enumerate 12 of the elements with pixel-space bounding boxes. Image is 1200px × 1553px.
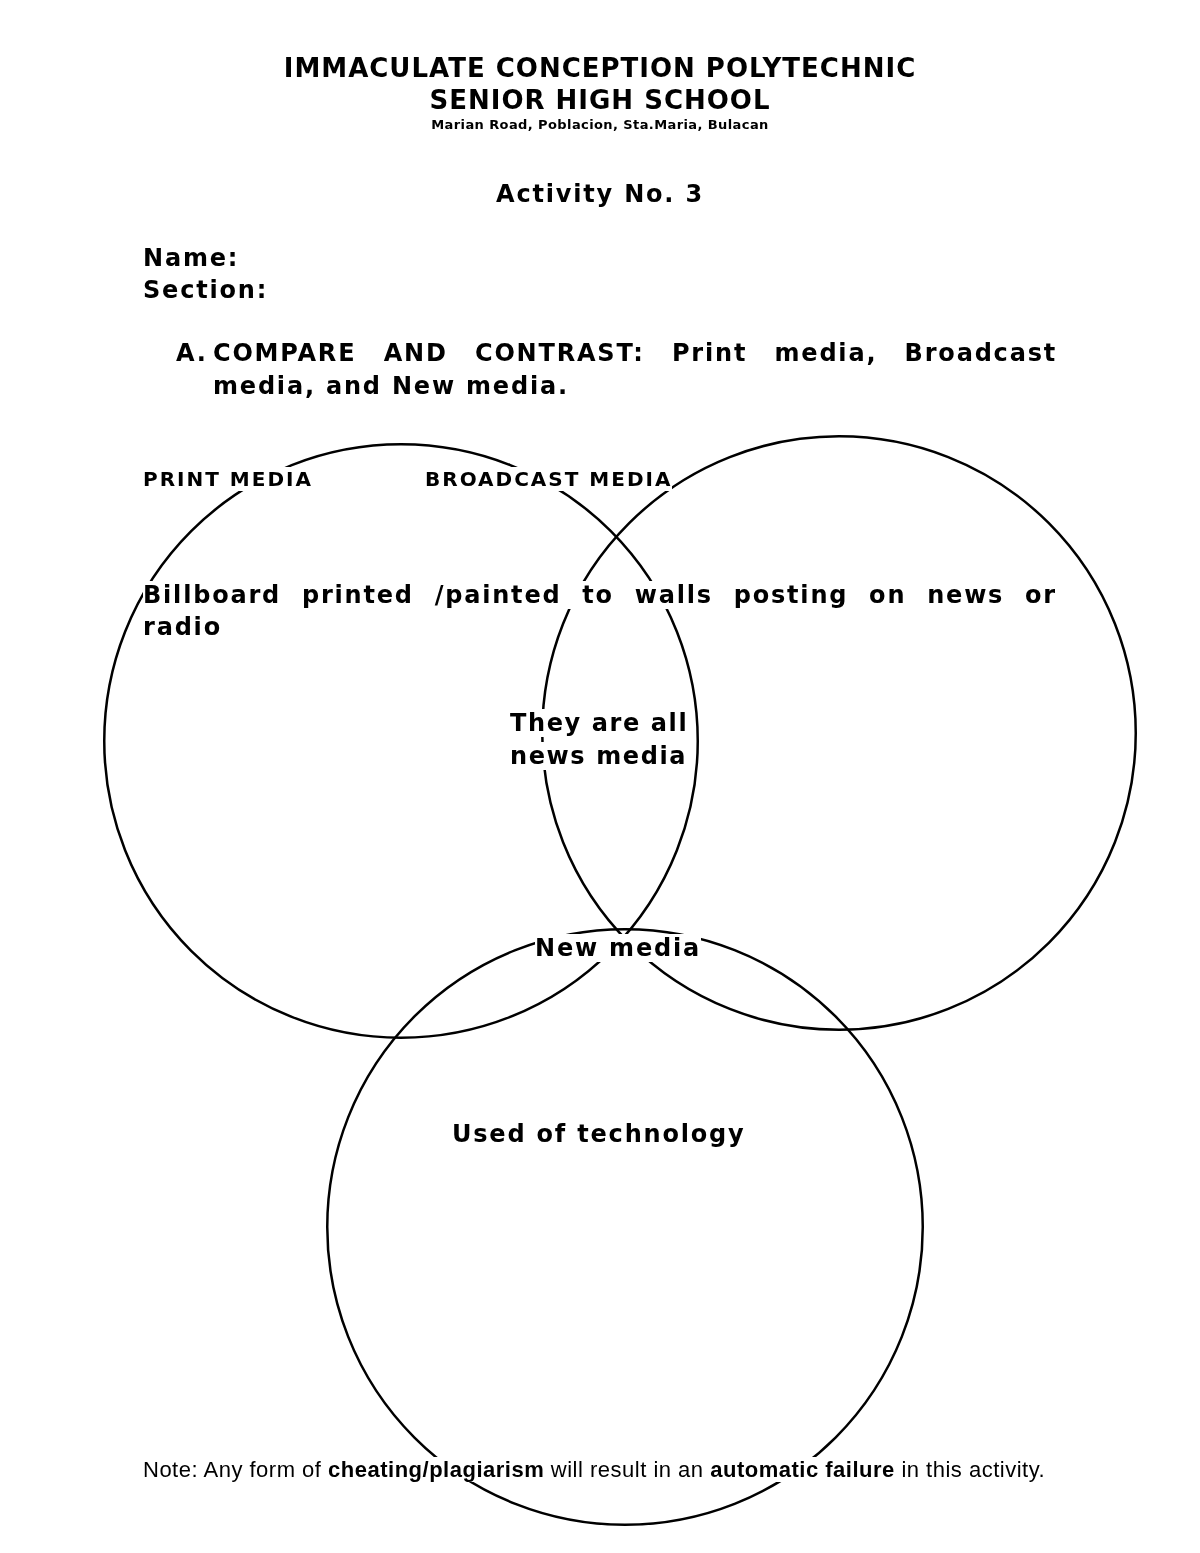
school-name: IMMACULATE CONCEPTION POLYTECHNIC SENIOR HIGH SCHOOL (282, 52, 918, 116)
list-marker: A. (176, 338, 208, 369)
region-heading: New media (535, 933, 701, 964)
instruction-text: COMPARE AND CONTRAST: Print media, Broadcast media, and New media. (213, 338, 1057, 402)
circle-heading: PRINT MEDIA (143, 467, 313, 491)
field-label: Section: (143, 275, 269, 306)
note-text: Note: Any form of cheating/plagiarism will result in an automatic failure in this activity. (143, 1457, 1046, 1483)
venn-circle (326, 928, 924, 1526)
field-label: Name: (143, 243, 240, 274)
circle-heading: BROADCAST MEDIA (425, 467, 673, 491)
school-address: Marian Road, Poblacion, Sta.Maria, Bulacan (430, 116, 770, 134)
activity-title: Activity No. 3 (495, 179, 705, 210)
